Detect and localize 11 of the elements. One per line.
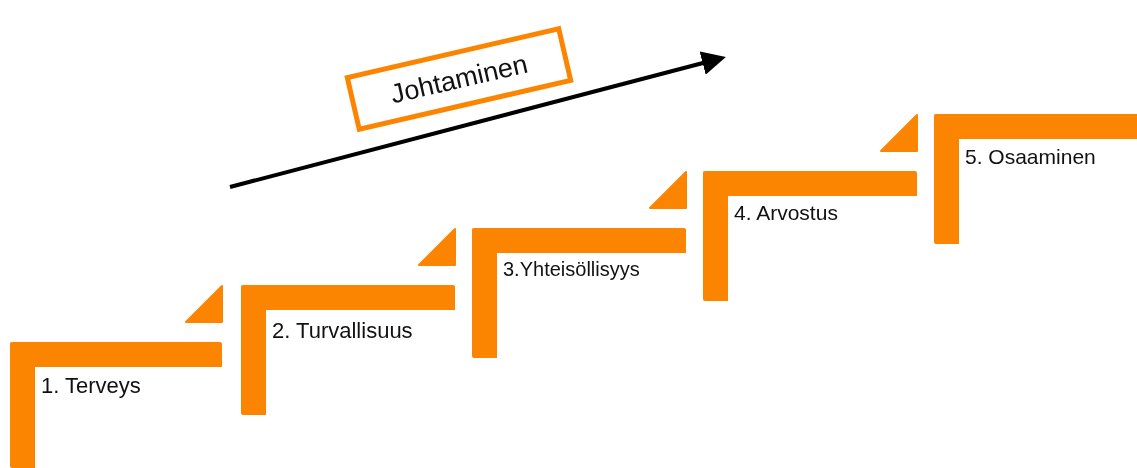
step-label: 1. Terveys xyxy=(41,373,141,399)
step-label: 2. Turvallisuus xyxy=(272,318,413,344)
step-bracket xyxy=(241,285,455,415)
title-text: Johtaminen xyxy=(387,48,531,110)
step-label: 5. Osaaminen xyxy=(965,145,1096,169)
step-bracket xyxy=(10,342,222,468)
step-label: 4. Arvostus xyxy=(734,201,838,225)
step-bracket xyxy=(934,114,1137,244)
step-label: 3.Yhteisöllisyys xyxy=(503,258,640,281)
step-bracket xyxy=(703,171,917,301)
step-bracket xyxy=(472,228,686,358)
